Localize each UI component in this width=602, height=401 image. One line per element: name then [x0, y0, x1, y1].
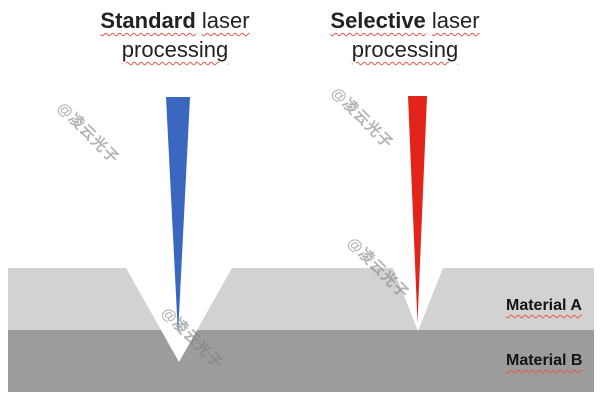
heading-standard-laser-word: laser	[201, 8, 250, 33]
heading-standard-line2: processing	[121, 37, 229, 62]
heading-standard-laser: Standard laser processing	[55, 6, 295, 64]
watermark-text: @凌云光子	[327, 84, 397, 153]
heading-selective-laser-word: laser	[431, 8, 480, 33]
heading-selective-line1: Selective laser	[296, 6, 514, 35]
watermark-text: @凌云光子	[53, 99, 123, 168]
heading-standard-word: Standard	[100, 8, 196, 33]
material-b-layer	[8, 330, 594, 392]
material-b-label: Material B	[506, 352, 583, 369]
heading-selective-word: Selective	[330, 8, 426, 33]
heading-standard-line1: Standard laser	[55, 6, 295, 35]
material-a-label: Material A	[506, 297, 582, 314]
heading-selective-laser: Selective laser processing	[296, 6, 514, 64]
material-a-layer	[8, 268, 594, 330]
heading-selective-line2: processing	[351, 37, 459, 62]
